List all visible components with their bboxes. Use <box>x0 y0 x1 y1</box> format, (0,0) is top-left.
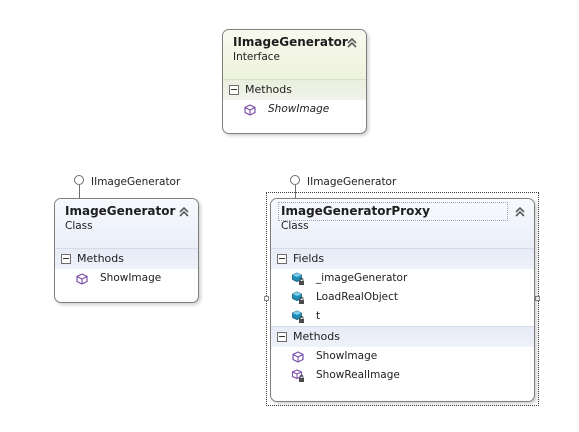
shape-iimagegenerator[interactable]: IImageGenerator Interface Methods Sh <box>222 29 367 134</box>
lollipop-circle-icon <box>290 175 300 185</box>
collapse-chevron-icon[interactable] <box>346 36 358 50</box>
section-label: Fields <box>293 252 325 265</box>
method-cube-icon <box>291 350 305 364</box>
section-label: Methods <box>245 83 292 96</box>
member-name: LoadRealObject <box>316 291 399 303</box>
collapse-chevron-icon[interactable] <box>178 205 190 219</box>
shape-header: ImageGeneratorProxy Class <box>271 199 534 248</box>
field-private-lock-icon <box>291 310 305 324</box>
shape-title: IImageGenerator <box>233 35 348 49</box>
member-name: ShowImage <box>316 350 378 362</box>
resize-handle[interactable] <box>264 296 269 301</box>
method-cube-icon <box>75 272 89 286</box>
section-label: Methods <box>77 252 124 265</box>
minus-box-icon[interactable] <box>61 254 71 264</box>
collapse-chevron-icon[interactable] <box>514 205 526 219</box>
shape-title: ImageGenerator <box>65 204 176 218</box>
lollipop-circle-icon <box>74 175 84 185</box>
member-method[interactable]: ShowRealImage <box>271 366 534 385</box>
member-method[interactable]: ShowImage <box>55 269 198 288</box>
member-field[interactable]: LoadRealObject <box>271 288 534 307</box>
member-field[interactable]: t <box>271 307 534 326</box>
minus-box-icon[interactable] <box>229 85 239 95</box>
method-cube-icon <box>243 103 257 117</box>
member-name: ShowImage <box>100 272 162 284</box>
lollipop-stem <box>79 185 80 199</box>
shape-imagegenerator[interactable]: ImageGenerator Class Methods ShowIma <box>54 198 199 303</box>
minus-box-icon[interactable] <box>277 332 287 342</box>
member-field[interactable]: _imageGenerator <box>271 269 534 288</box>
member-name: ShowRealImage <box>316 369 400 381</box>
shape-imagegeneratorproxy[interactable]: ImageGeneratorProxy Class Fields <box>270 198 535 402</box>
section-methods[interactable]: Methods <box>271 326 534 347</box>
title-focus-box <box>278 202 508 221</box>
shape-stereotype: Interface <box>233 51 281 63</box>
shape-header: IImageGenerator Interface <box>223 30 366 79</box>
section-methods[interactable]: Methods <box>223 79 366 100</box>
member-name: t <box>316 310 321 322</box>
lollipop-label: IImageGenerator <box>91 176 181 188</box>
minus-box-icon[interactable] <box>277 254 287 264</box>
member-method[interactable]: ShowImage <box>223 100 366 119</box>
shape-stereotype: Class <box>281 220 309 232</box>
shape-stereotype: Class <box>65 220 93 232</box>
section-label: Methods <box>293 330 340 343</box>
shape-title: ImageGeneratorProxy <box>281 204 430 218</box>
resize-handle[interactable] <box>535 296 540 301</box>
member-name: ShowImage <box>268 103 330 115</box>
section-methods[interactable]: Methods <box>55 248 198 269</box>
field-private-lock-icon <box>291 272 305 286</box>
lollipop-label: IImageGenerator <box>307 176 397 188</box>
section-fields[interactable]: Fields <box>271 248 534 269</box>
field-private-lock-icon <box>291 291 305 305</box>
member-name: _imageGenerator <box>316 272 408 284</box>
shape-header: ImageGenerator Class <box>55 199 198 248</box>
member-method[interactable]: ShowImage <box>271 347 534 366</box>
method-private-lock-icon <box>291 369 305 383</box>
